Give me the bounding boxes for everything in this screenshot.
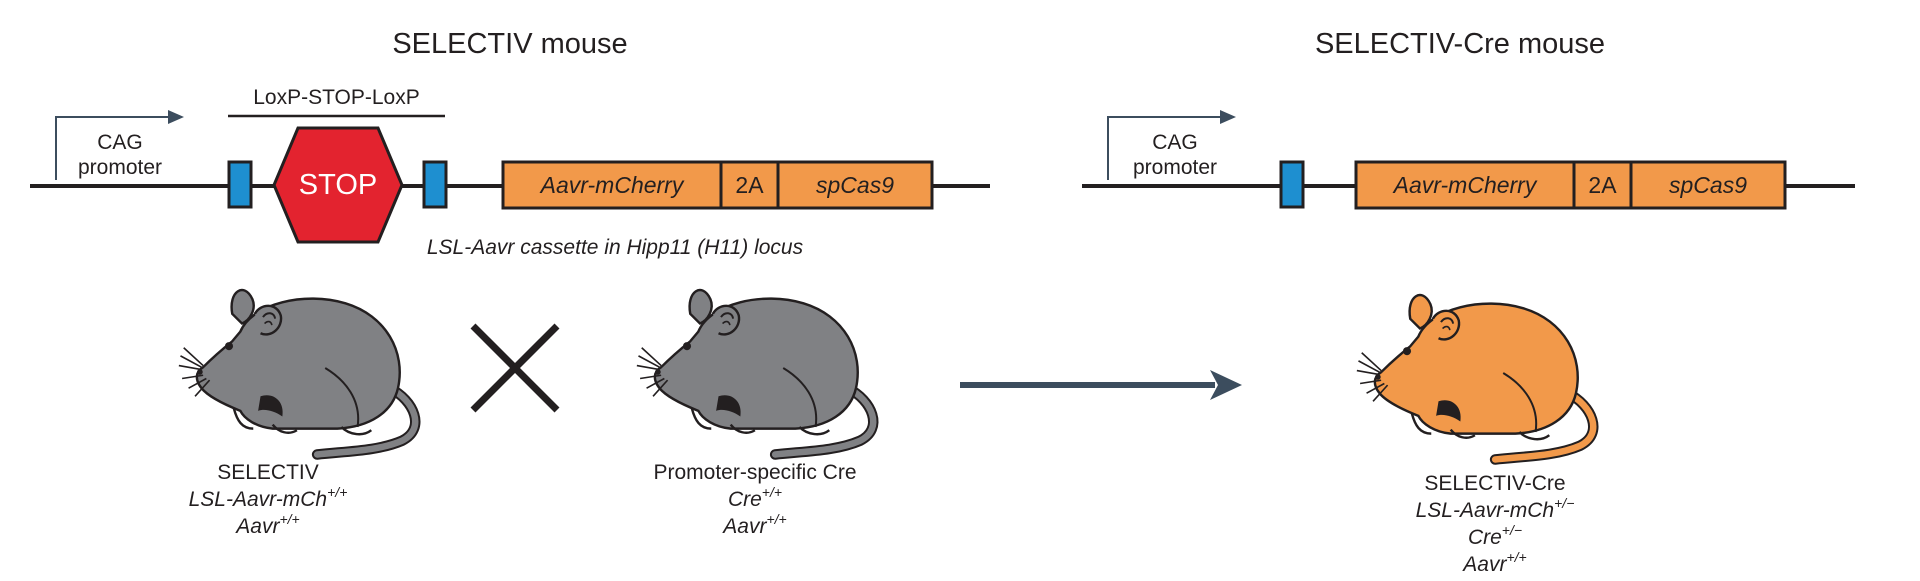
right-gene-cas9 <box>1629 160 1787 210</box>
selectiv-cre-name: SELECTIV-Cre <box>1424 472 1566 495</box>
left-gene-cas9 <box>776 160 934 210</box>
left-promoter-arrow <box>55 110 184 180</box>
loxp-site-2 <box>422 160 448 209</box>
left-gene-2a-label: 2A <box>735 172 764 198</box>
left-construct-diagram: STOP Aavr-mCherry 2A spCas9 <box>30 110 990 244</box>
right-construct-diagram: Aavr-mCherry 2A spCas9 <box>1082 110 1855 210</box>
right-gene-cas9-label: spCas9 <box>1669 172 1747 198</box>
cre-mouse-caption: Promoter-specific Cre Cre+/+ Aavr+/+ <box>595 459 915 540</box>
stop-sign <box>272 126 404 244</box>
selectiv-mouse-caption: SELECTIV LSL-Aavr-mCh+/+ Aavr+/+ <box>128 459 408 540</box>
selectiv-cre-mouse-image <box>1318 280 1648 470</box>
right-promoter-label: CAG promoter <box>1132 131 1218 179</box>
right-panel-title: SELECTIV-Cre mouse <box>1314 28 1606 60</box>
left-promoter-label: CAG promoter <box>77 131 163 179</box>
selectiv-cre-caption: SELECTIV-Cre LSL-Aavr-mCh+/− Cre+/− Aavr… <box>1345 470 1645 578</box>
cre-mouse-image <box>598 275 928 465</box>
right-gene-2a-label: 2A <box>1588 172 1617 198</box>
left-gene-mcherry <box>501 160 723 210</box>
left-panel-title: SELECTIV mouse <box>392 28 628 60</box>
cassette-locus-label: LSL-Aavr cassette in Hipp11 (H11) locus <box>426 236 804 259</box>
right-gene-2a <box>1572 160 1633 210</box>
right-loxp-site <box>1279 160 1305 209</box>
loxp-site-1 <box>227 160 253 209</box>
right-gene-mcherry <box>1354 160 1576 210</box>
right-promoter-arrow <box>1107 110 1236 180</box>
loxp-stop-loxp-label: LoxP-STOP-LoxP <box>253 86 420 109</box>
stop-label: STOP <box>299 169 377 201</box>
left-gene-cas9-label: spCas9 <box>816 172 894 198</box>
cre-name: Promoter-specific Cre <box>653 461 857 484</box>
right-gene-mcherry-label: Aavr-mCherry <box>1392 172 1538 198</box>
left-gene-mcherry-label: Aavr-mCherry <box>539 172 685 198</box>
breeding-arrow <box>960 370 1242 400</box>
left-gene-2a <box>719 160 780 210</box>
selectiv-mouse-image <box>140 275 470 465</box>
selectiv-name: SELECTIV <box>217 461 319 484</box>
cross-symbol <box>470 323 560 413</box>
